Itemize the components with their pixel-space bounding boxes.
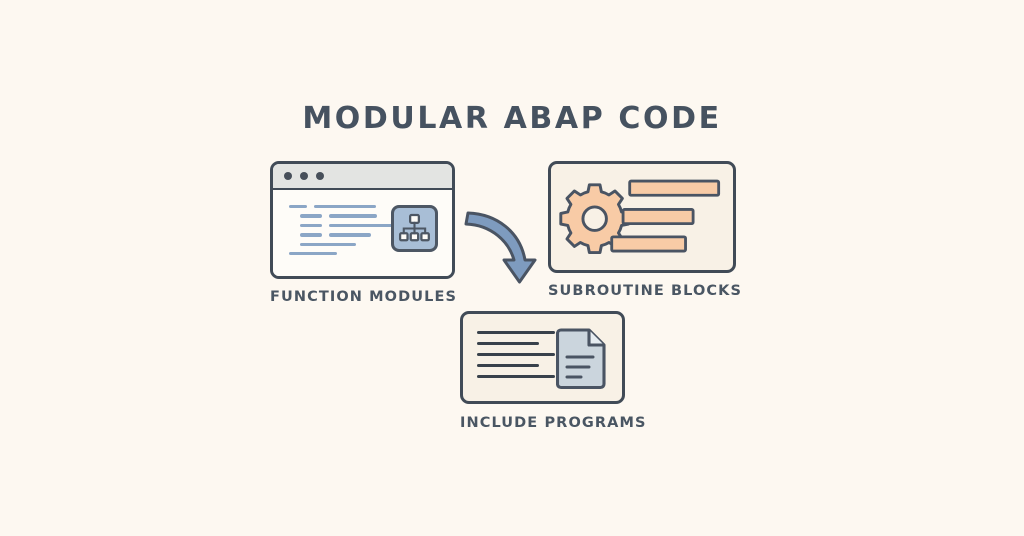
code-segment [314,205,376,209]
card-function-modules [270,161,455,279]
text-line [477,342,539,345]
code-segment [289,251,337,256]
code-row [289,242,401,246]
code-row [289,205,401,209]
code-segment [300,214,322,218]
label-function-modules: FUNCTION MODULES [270,289,458,305]
code-segment [329,214,377,218]
bar-3 [610,235,687,253]
document-icon [556,326,609,391]
text-line [477,331,555,334]
code-row [289,223,401,228]
card-include-programs [460,311,625,404]
text-line [477,364,539,367]
text-line [477,353,555,356]
window-dot-icon [300,172,308,180]
bar-2 [621,208,695,226]
window-dot-icon [316,172,324,180]
page-title: MODULAR ABAP CODE [302,101,722,136]
code-segment [300,242,356,246]
bar-1 [628,179,721,197]
code-segment [300,223,322,228]
code-lines-group [289,205,401,256]
window-dot-icon [284,172,292,180]
code-row [289,233,401,237]
browser-body [273,190,452,276]
browser-titlebar [273,164,452,190]
label-subroutine-blocks: SUBROUTINE BLOCKS [548,283,743,299]
document-text-lines-group [477,331,555,378]
text-line [477,375,555,378]
code-segment [329,223,401,228]
code-segment [289,205,307,209]
flow-arrow-icon [458,208,550,290]
card-subroutine-blocks [548,161,736,273]
code-segment [329,233,371,237]
gear-icon [559,183,631,255]
code-row [289,214,401,218]
label-include-programs: INCLUDE PROGRAMS [460,415,647,431]
hierarchy-icon [391,205,438,252]
code-segment [300,233,322,237]
code-row [289,251,401,256]
